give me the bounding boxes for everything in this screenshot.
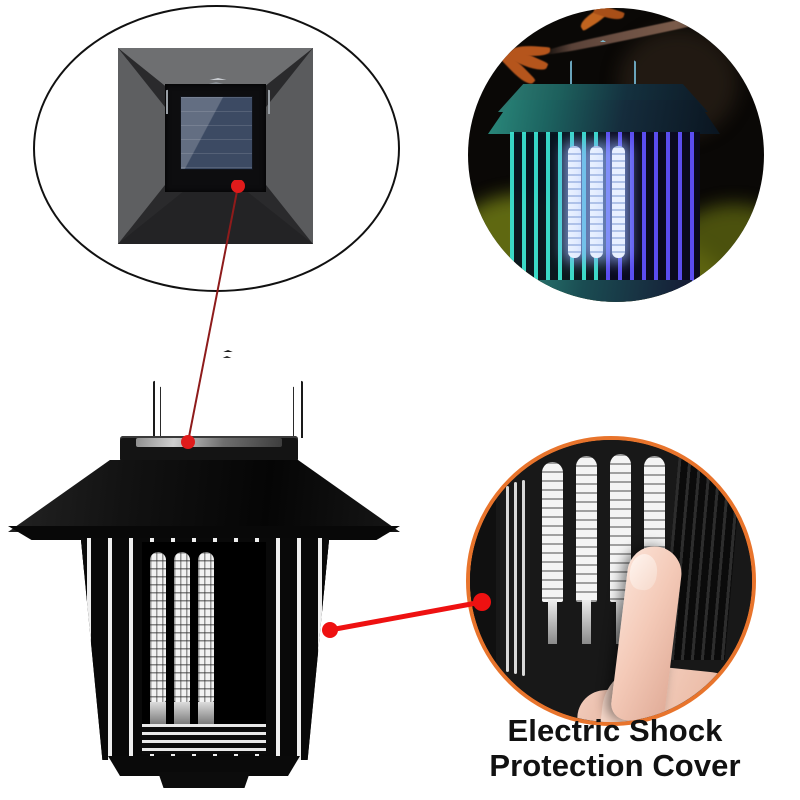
night-lamp-roof — [488, 100, 720, 134]
uv-tube-icon — [150, 552, 166, 702]
collection-tray — [142, 724, 266, 754]
cage-edge-right — [324, 538, 330, 760]
uv-tube-icon — [590, 146, 603, 258]
protection-cover-callout-circle — [466, 436, 756, 726]
uv-tube-icon — [198, 552, 214, 702]
caption-line-2: Protection Cover — [489, 747, 741, 783]
night-usage-photo — [468, 8, 764, 302]
solar-panel-glare — [181, 97, 252, 169]
night-lamp-cage — [510, 132, 700, 292]
lantern-roof-eave — [8, 526, 400, 540]
protection-cover-bar — [576, 456, 597, 602]
thin-grid-wire — [506, 486, 509, 672]
cage-edge-left — [80, 538, 84, 760]
solar-panel-icon — [180, 96, 253, 170]
night-lamp-handle — [570, 40, 636, 94]
uv-tube-icon — [174, 552, 190, 702]
solar-panel-icon — [136, 438, 282, 447]
lantern-topdown-view — [118, 48, 313, 244]
lantern-base — [108, 756, 300, 776]
feature-caption: Electric Shock Protection Cover — [440, 713, 790, 783]
caption-line-1: Electric Shock — [507, 713, 723, 748]
protection-cover-bar — [610, 454, 631, 602]
uv-tube-base — [150, 702, 166, 728]
topdown-handle-inner — [170, 82, 262, 114]
protection-cover-bar — [542, 462, 563, 602]
lantern-handle-inner — [160, 356, 294, 438]
main-product-lantern — [8, 348, 428, 796]
uv-tube-icon — [568, 146, 581, 258]
topdown-handle-icon — [166, 78, 270, 114]
uv-tube-icon — [612, 146, 625, 258]
cover-bar-stem — [582, 600, 591, 644]
cover-edge-shadow — [470, 440, 496, 722]
thin-grid-wire — [514, 482, 517, 674]
lantern-foot — [158, 772, 250, 788]
cover-bar-stem — [548, 600, 557, 644]
uv-tube-base — [198, 702, 214, 728]
night-lamp-base — [516, 280, 692, 302]
thin-grid-wire — [522, 480, 525, 676]
uv-tube-base — [174, 702, 190, 728]
lantern-roof — [8, 460, 400, 532]
lantern-cage — [80, 538, 330, 760]
